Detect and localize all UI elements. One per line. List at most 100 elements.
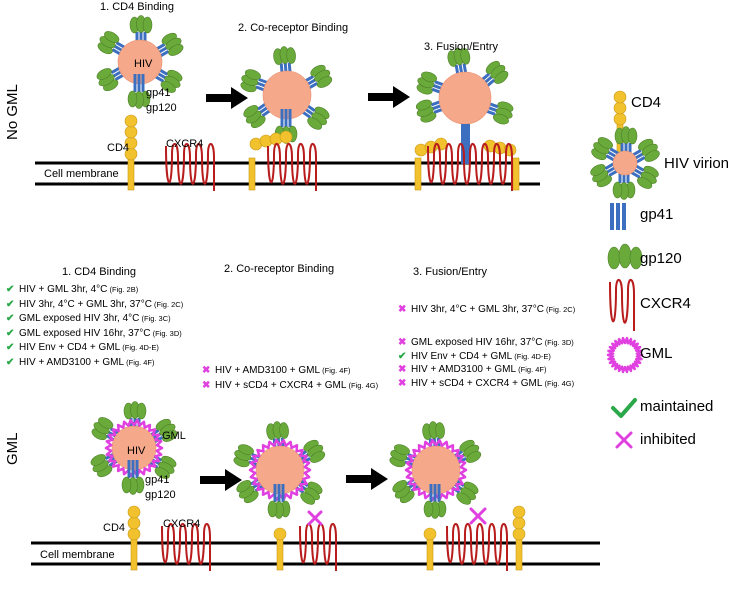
gp41-stalk <box>281 484 285 502</box>
bottom-cd4-stage1 <box>127 505 141 571</box>
top-arrow-1 <box>206 87 248 109</box>
cd4-domain <box>124 114 138 128</box>
top-cd4-stage2 <box>248 130 293 191</box>
check-icon: ✔ <box>6 284 15 295</box>
cd4-domain <box>613 90 627 104</box>
cd4-stem <box>276 537 284 571</box>
cd4-domain <box>124 125 138 139</box>
bottom-cxcr4-stage2 <box>299 523 337 571</box>
envelope-spike <box>121 460 145 495</box>
bottom-cd4-stage3-right <box>512 505 526 571</box>
legend-virion-label: HIV virion <box>664 155 730 172</box>
condition-figure-ref: (Fig. 2C) <box>543 305 576 314</box>
cxcr4-strand <box>427 143 513 191</box>
bottom-step2-title: 2. Co-receptor Binding <box>224 263 335 275</box>
legend-gp41-label: gp41 <box>640 206 674 223</box>
gp120-subunit <box>465 451 482 463</box>
check-icon: ✔ <box>6 298 15 310</box>
condition-text: HIV + GML 3hr, 4°C <box>19 284 108 295</box>
gp120-subunit <box>597 137 613 149</box>
gp120-subunit <box>309 451 326 463</box>
condition-row: ✖GML exposed HIV 16hr, 37°C (Fig. 3D) <box>398 336 574 350</box>
legend-cxcr4-label: CXCR4 <box>640 295 691 312</box>
gp41-stalk <box>137 74 141 92</box>
cd4-stem <box>248 157 256 191</box>
condition-text: HIV + AMD3100 + GML <box>411 364 517 375</box>
legend-virion-icon <box>590 126 660 200</box>
envelope-spike <box>423 484 447 519</box>
gml-coat <box>104 418 164 478</box>
condition-row: ✖HIV + AMD3100 + GML (Fig. 4F) <box>202 364 378 379</box>
legend-gml-icon <box>606 336 644 374</box>
cd4-domain <box>127 527 141 541</box>
gp41-stalk <box>273 484 277 502</box>
cxcr4-strand <box>299 523 337 571</box>
condition-text: HIV Env + CD4 + GML <box>19 342 121 354</box>
cd4-domain <box>512 527 526 541</box>
condition-row: ✔HIV Env + CD4 + GML (Fig. 4D-E) <box>6 341 183 356</box>
bottom-step3-title: 3. Fusion/Entry <box>413 266 487 278</box>
condition-figure-ref: (Fig. 3C) <box>139 314 171 324</box>
fusion-gp41-bundle <box>461 124 470 164</box>
condition-text: GML exposed HIV 16hr, 37°C <box>411 337 543 348</box>
gp41-stalk <box>141 74 145 92</box>
condition-text: HIV 3hr, 4°C + GML 3hr, 37°C <box>19 298 152 310</box>
gp41-stalk <box>616 203 620 230</box>
gp120-subunit <box>460 48 471 65</box>
gp41-stalk <box>133 74 137 92</box>
gp120-subunit <box>96 68 112 80</box>
virion-core <box>438 71 492 125</box>
bottom-virion-label: HIV <box>127 445 146 457</box>
cross-icon: ✖ <box>202 379 211 391</box>
cd4-domain <box>423 527 437 541</box>
gp41-stalk <box>433 484 437 502</box>
gp120-subunit <box>90 454 106 466</box>
gp41-stalk <box>622 203 626 230</box>
top-cxcr4-label: CXCR4 <box>166 138 204 150</box>
gml-coat <box>404 438 468 502</box>
bottom-cxcr4-stage3 <box>446 523 508 571</box>
bottom-cxcr4-stage1 <box>161 523 211 571</box>
condition-row: ✔HIV Env + CD4 + GML (Fig. 4D-E) <box>398 350 574 364</box>
legend-gp120-label: gp120 <box>640 250 682 267</box>
check-icon: ✔ <box>398 350 407 362</box>
gp41-stalk <box>610 203 614 230</box>
cd4-stem <box>515 537 523 571</box>
gp120-subunit <box>423 500 434 518</box>
condition-row: ✔GML exposed HIV 16hr, 37°C (Fig. 3D) <box>6 327 183 342</box>
cd4-stem <box>426 537 434 571</box>
gp120-subunit <box>160 81 176 93</box>
check-icon: ✔ <box>6 342 15 354</box>
gp120-subunit <box>590 164 606 176</box>
condition-row: ✖HIV + sCD4 + CXCR4 + GML (Fig. 4G) <box>202 379 378 394</box>
bottom-virion-stage1 <box>90 401 178 479</box>
cxcr4-strand <box>165 143 215 191</box>
legend-cd4-label: CD4 <box>631 94 662 111</box>
top-virion-stage3 <box>415 47 514 125</box>
gp120-subunit <box>644 150 660 162</box>
top-cd4-label: CD4 <box>107 142 130 154</box>
condition-figure-ref: (Fig. 2C) <box>151 299 184 309</box>
cd4-domain <box>273 527 287 541</box>
gp41-stalk <box>277 484 281 502</box>
envelope-spike <box>127 74 151 109</box>
top-cxcr4-stage2 <box>267 143 317 191</box>
bottom-gml-label: GML <box>162 430 186 442</box>
bottom-membrane-label: Cell membrane <box>40 549 115 561</box>
gp120-subunit <box>492 113 509 125</box>
gp120-subunit <box>168 44 184 56</box>
cd4-domain <box>127 505 141 519</box>
top-step1-title: 1. CD4 Binding <box>100 1 174 13</box>
gp120-subunit <box>236 480 252 493</box>
legend-cd4-icon <box>613 90 627 156</box>
gp120-subunit <box>136 402 147 420</box>
legend-cxcr4-icon <box>609 279 635 331</box>
condition-row: ✔GML exposed HIV 3hr, 4°C (Fig. 3C) <box>6 312 183 327</box>
gp120-subunit <box>392 480 408 493</box>
top-cxcr4-stage1 <box>165 143 215 191</box>
gp120-subunit <box>104 31 120 43</box>
legend-gp120-icon <box>607 243 643 270</box>
gp120-subunit <box>456 492 471 505</box>
no-gml-side-label: No GML <box>4 84 21 140</box>
cd4-stem <box>512 157 520 191</box>
